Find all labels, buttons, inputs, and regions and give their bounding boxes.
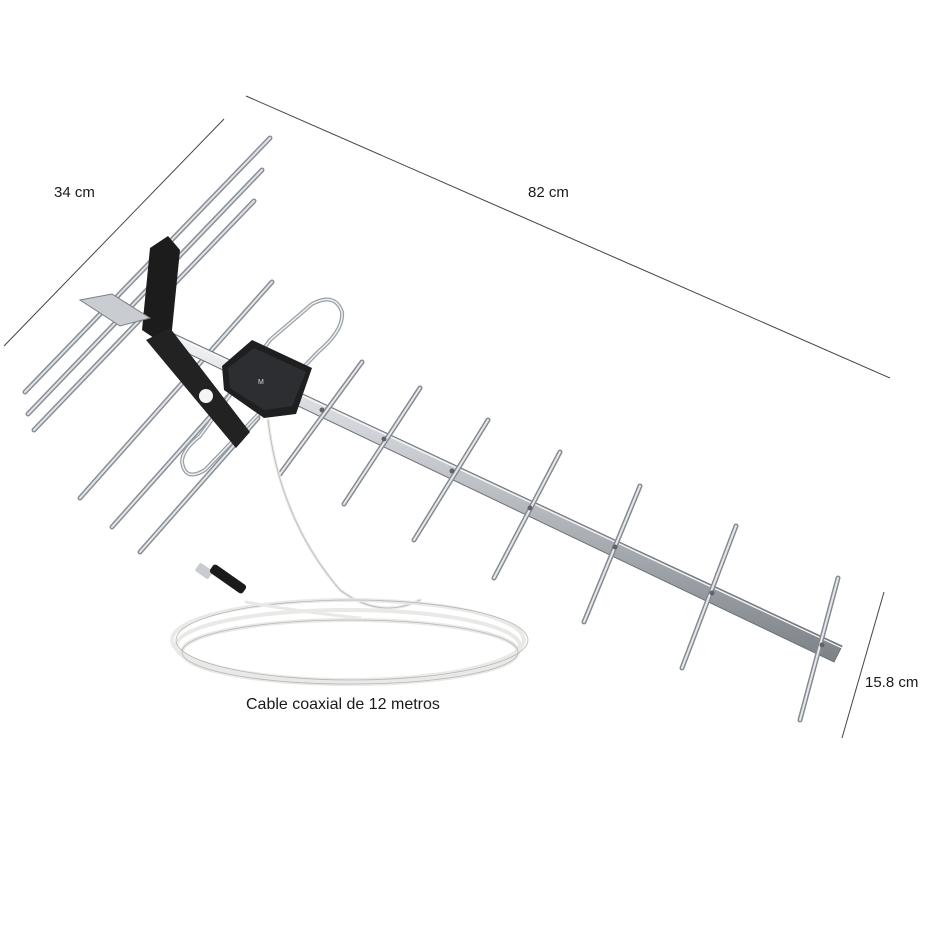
dimension-line-length <box>245 95 891 379</box>
dimension-line-height <box>841 591 885 739</box>
front-rods <box>77 279 275 555</box>
dimension-width-label: 34 cm <box>54 184 95 201</box>
coax-connector <box>195 563 247 594</box>
dimension-line-width <box>3 118 225 347</box>
mounting-bracket <box>78 236 250 448</box>
cable-caption: Cable coaxial de 12 metros <box>246 696 440 713</box>
coaxial-cable <box>170 418 529 686</box>
boom-rivets <box>319 407 825 648</box>
dimension-length-label: 82 cm <box>528 184 569 201</box>
director-rods <box>277 359 841 723</box>
amplifier-box: M <box>222 340 312 418</box>
dimension-height-label: 15.8 cm <box>865 674 919 691</box>
svg-text:M: M <box>258 379 264 386</box>
